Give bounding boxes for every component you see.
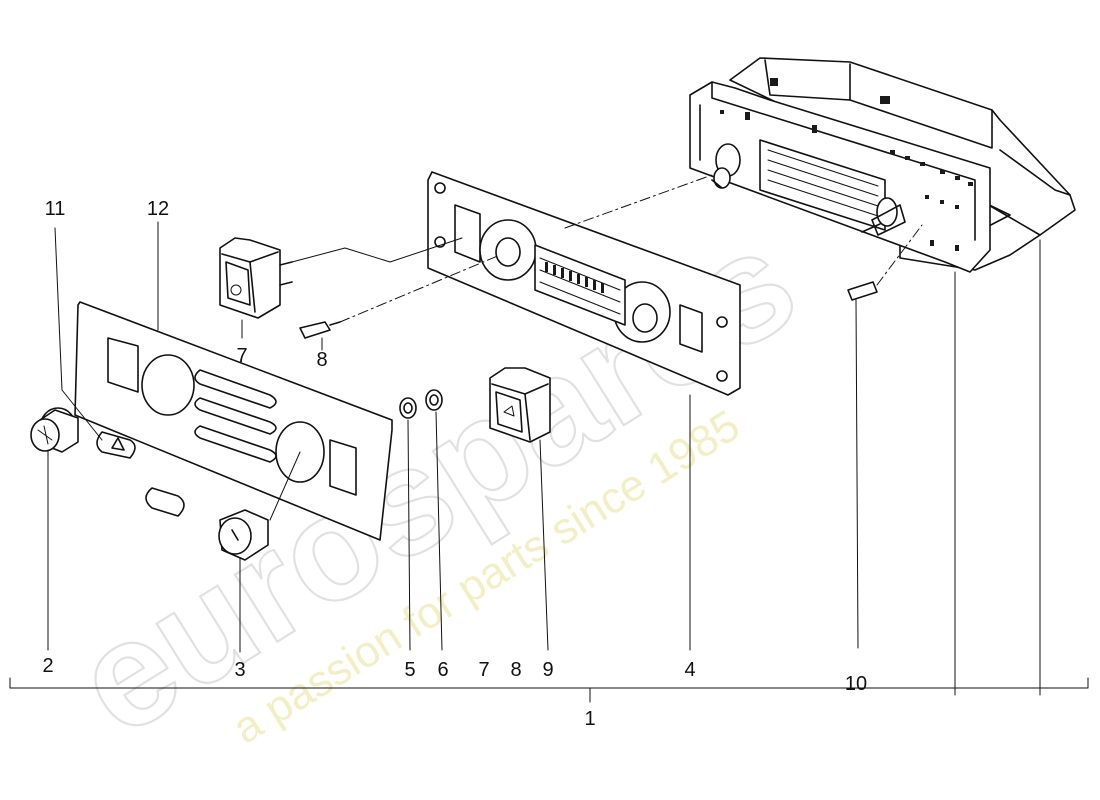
front-bracket-plate	[427, 171, 741, 396]
washers-5-6	[399, 389, 443, 419]
bulb-10	[847, 281, 878, 301]
callout-10: 10	[845, 673, 867, 695]
push-button-lower	[145, 487, 185, 517]
callout-8-bottom: 8	[510, 659, 521, 681]
callout-7-bottom: 7	[478, 659, 489, 681]
callout-8-top: 8	[316, 349, 327, 371]
callout-12: 12	[147, 198, 169, 220]
callout-5: 5	[404, 659, 415, 681]
callout-11: 11	[45, 198, 66, 220]
callout-9: 9	[542, 659, 553, 681]
bulb-8-top	[299, 321, 341, 339]
callout-7-top: 7	[236, 345, 247, 367]
callout-6: 6	[437, 659, 448, 681]
leader-lines	[47, 174, 1041, 696]
callout-1: 1	[584, 708, 595, 730]
knob-2	[30, 407, 79, 453]
control-unit-housing	[689, 57, 1076, 273]
callout-2: 2	[42, 655, 53, 677]
knob-3	[218, 509, 269, 561]
trim-panel-12	[74, 301, 393, 541]
switch-7-top	[219, 237, 293, 319]
button-11	[96, 431, 136, 459]
assembly-bracket	[9, 677, 1089, 703]
callouts: 11 12 7 8 2 3 5 6 7 8 9 4 10 1	[42, 198, 867, 730]
switch-9	[489, 367, 551, 443]
callout-4: 4	[684, 659, 695, 681]
callout-3: 3	[234, 659, 245, 681]
